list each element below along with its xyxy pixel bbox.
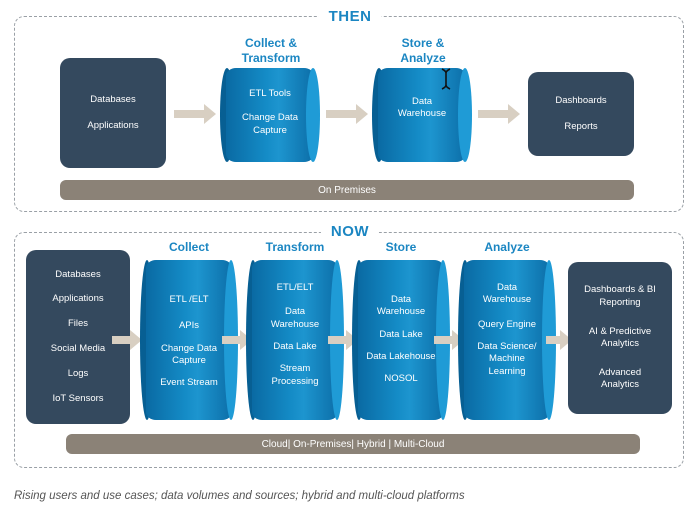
now-source-iot-sensors: IoT Sensors (52, 393, 104, 405)
then-collect-transform-cylinder: ETL Tools Change Data Capture (220, 68, 320, 162)
now-output-ai-predictive: AI & Predictive (588, 325, 652, 337)
then-warehouse: Warehouse (397, 108, 447, 120)
now-analyze-data: Data (496, 282, 518, 293)
now-analyze-warehouse: Warehouse (482, 294, 532, 306)
now-source-files: Files (67, 318, 89, 330)
now-transform-cylinder: ETL/ELT Data Warehouse Data Lake Stream … (246, 260, 344, 420)
then-store-analyze-title: Store & Analyze (400, 36, 446, 65)
now-store-data-lakehouse: Data Lakehouse (366, 351, 436, 363)
now-source-social-media: Social Media (50, 343, 106, 355)
now-analyze-data-science: Data Science/ (477, 341, 537, 353)
then-source-applications: Applications (87, 120, 139, 131)
now-transform-warehouse: Warehouse (270, 318, 320, 330)
now-store-title: Store (385, 240, 417, 254)
then-title: THEN (318, 8, 382, 25)
now-output-dashboards-bi: Dashboards & BI (584, 284, 656, 296)
now-analyze-machine: Machine (489, 353, 525, 365)
now-analyze-title: Analyze (484, 240, 530, 254)
then-output-box: Dashboards Reports (528, 72, 634, 156)
then-data: Data (411, 96, 433, 107)
now-analyze-query-engine: Query Engine (477, 318, 537, 330)
now-outputs-box: Dashboards & BI Reporting AI & Predictiv… (568, 262, 672, 414)
then-etl-tools: ETL Tools (249, 88, 291, 99)
now-output-ai-group: AI & Predictive Analytics (589, 326, 651, 351)
now-store-warehouse: Warehouse (376, 306, 426, 318)
now-collect-apis: APIs (178, 320, 200, 332)
now-output-analytics-2: Analytics (600, 379, 639, 391)
now-store-nosol: NOSOL (384, 373, 418, 385)
then-output-dashboards: Dashboards (555, 94, 607, 106)
now-collect-change-data: Change Data (161, 342, 217, 354)
now-output-advanced-group: Advanced Analytics (599, 367, 641, 392)
now-transform-processing: Processing (271, 375, 319, 387)
now-sources-box: Databases Applications Files Social Medi… (26, 250, 130, 424)
now-collect-etl-elt: ETL /ELT (169, 294, 209, 305)
now-transform-stream: Stream (279, 363, 311, 375)
now-collect-title: Collect (168, 240, 209, 254)
then-collect-transform-title: Collect & Transform (241, 36, 301, 65)
now-store-cylinder: Data Warehouse Data Lake Data Lakehouse … (352, 260, 450, 420)
now-output-reporting: Reporting (599, 296, 641, 308)
then-change-data: Change Data (242, 112, 298, 124)
then-source-databases: Databases (90, 93, 136, 105)
now-store-data-lake: Data Lake (379, 328, 423, 340)
now-transform-data-lake: Data Lake (273, 341, 317, 353)
now-transform-etl-elt: ETL/ELT (276, 282, 314, 293)
now-transform-data: Data (284, 306, 306, 318)
then-capture: Capture (253, 124, 287, 136)
now-collect-cylinder: ETL /ELT APIs Change Data Capture Event … (140, 260, 238, 420)
then-source-box: Databases Applications (60, 58, 166, 168)
then-on-premises-bar: On Premises (60, 180, 634, 200)
now-deployment-bar: Cloud| On-Premises| Hybrid | Multi-Cloud (66, 434, 640, 454)
now-output-analytics-1: Analytics (600, 338, 639, 349)
now-output-dashboards-group: Dashboards & BI Reporting (584, 284, 656, 309)
now-output-advanced: Advanced (598, 366, 642, 378)
now-store-data: Data (390, 294, 412, 305)
then-output-reports: Reports (564, 121, 598, 132)
now-title: NOW (320, 223, 380, 240)
now-source-applications: Applications (52, 293, 104, 305)
now-analyze-cylinder: Data Warehouse Query Engine Data Science… (458, 260, 556, 420)
now-analyze-learning: Learning (488, 365, 526, 377)
now-collect-capture: Capture (172, 355, 206, 367)
caption: Rising users and use cases; data volumes… (14, 490, 465, 502)
now-collect-event-stream: Event Stream (160, 377, 218, 389)
text-cursor-icon (440, 68, 452, 95)
now-transform-title: Transform (265, 240, 325, 254)
now-source-databases: Databases (55, 268, 101, 280)
now-source-logs: Logs (67, 368, 89, 380)
then-store-analyze-cylinder: Data Warehouse (372, 68, 472, 162)
